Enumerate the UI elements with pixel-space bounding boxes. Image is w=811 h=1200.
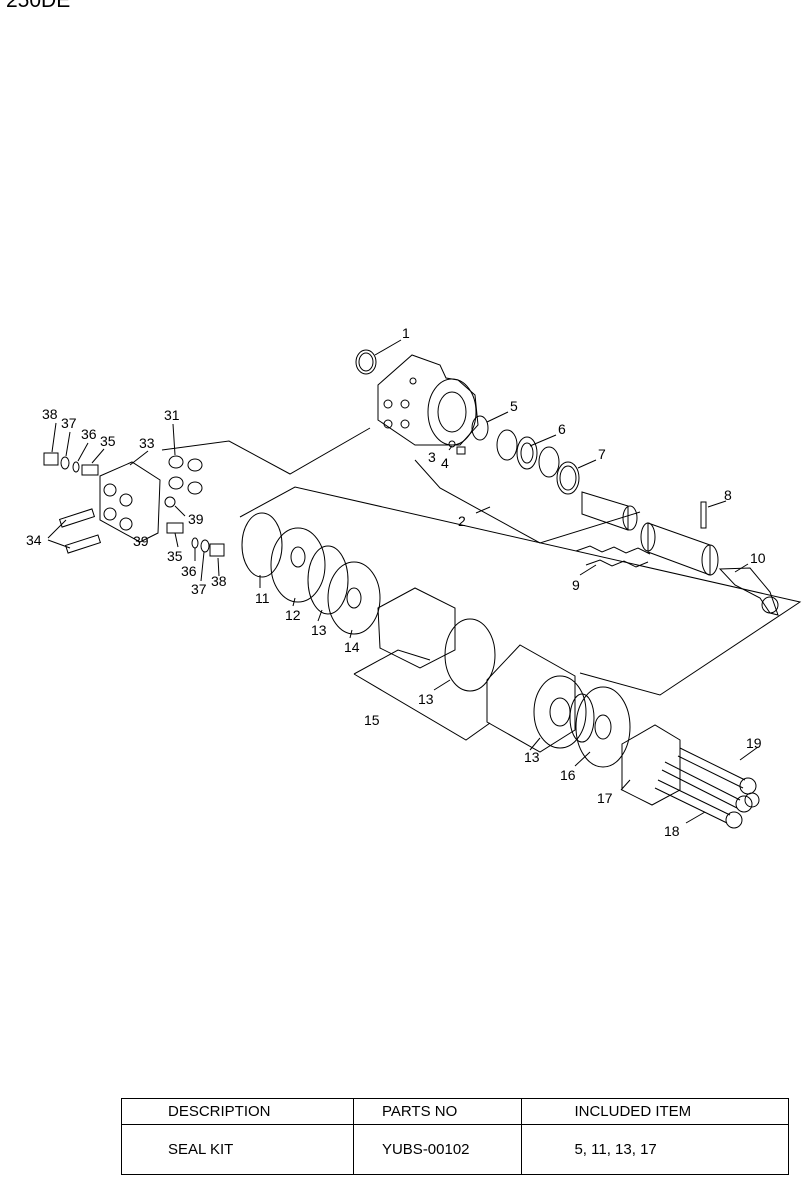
part-oring-37b [200,539,210,553]
callout-10: 10 [750,550,766,566]
callout-36a: 36 [81,426,97,442]
part-seal-13b [444,618,496,692]
part-plate-12 [270,527,326,603]
callout-4: 4 [441,455,449,471]
col-header-included-item: INCLUDED ITEM [521,1098,789,1125]
table-header-row: DESCRIPTION PARTS NO INCLUDED ITEM [121,1098,789,1125]
part-oring-31b [187,458,203,472]
part-cap-17 [621,724,681,806]
table-row: SEAL KIT YUBS-00102 5, 11, 13, 17 [121,1124,789,1175]
callout-16: 16 [560,767,576,783]
part-oring-31d [187,481,203,495]
part-spool [581,491,629,531]
seal-kit-table: DESCRIPTION PARTS NO INCLUDED ITEM SEAL … [121,1098,789,1175]
part-oring-31a [168,455,184,469]
part-pin-8 [700,501,707,529]
callout-2: 2 [458,513,466,529]
part-fitting-39 [164,496,176,508]
part-shaft-10 [718,567,779,616]
callout-39b: 39 [133,533,149,549]
callout-35b: 35 [167,548,183,564]
callout-18: 18 [664,823,680,839]
callout-6: 6 [558,421,566,437]
part-sleeve [647,522,711,576]
part-6b [516,436,538,470]
part-plate-16 [575,686,631,768]
drawing-code: 250DE [6,0,71,12]
cell-parts-no: YUBS-00102 [352,1124,523,1175]
callout-7: 7 [598,446,606,462]
group-line-15 [353,649,431,675]
callout-38b: 38 [211,573,227,589]
part-washer-36b [191,537,199,549]
part-plug-38b [209,543,225,557]
part-washer-36a [72,461,80,473]
callout-19: 19 [746,735,762,751]
col-header-parts-no: PARTS NO [352,1098,523,1125]
part-seal-13a [307,545,349,615]
callout-13c: 13 [524,749,540,765]
callout-3: 3 [428,449,436,465]
cell-included-item: 5, 11, 13, 17 [521,1124,789,1175]
part-oring-37a [60,456,70,470]
exploded-parts-diagram: 1 2 3 4 5 6 7 8 9 10 11 12 13 13 13 13 1… [26,325,802,839]
part-oring-1 [355,349,377,375]
part-rotor-15 [377,587,456,669]
callout-labels: 1 2 3 4 5 6 7 8 9 10 11 12 13 13 13 13 1… [26,325,766,839]
callout-15: 15 [364,712,380,728]
callout-12: 12 [285,607,301,623]
part-check-35b [166,522,184,534]
part-bolt-34a [58,508,96,528]
cell-description: SEAL KIT [121,1124,354,1175]
part-check-35a [81,464,99,476]
part-seal-13c [569,693,595,743]
part-stator [486,644,576,753]
part-valve-block-39 [99,461,161,543]
part-oring-31c [168,476,184,490]
part-5 [471,415,489,441]
part-6a [496,429,518,461]
callout-33: 33 [139,435,155,451]
part-plug-38a [43,452,59,466]
callout-5: 5 [510,398,518,414]
part-7 [556,461,580,495]
callout-39a: 39 [188,511,204,527]
part-springs-9 [575,545,651,568]
callout-14: 14 [344,639,360,655]
callout-11: 11 [255,590,270,606]
callout-9: 9 [572,577,580,593]
part-plate-14 [327,561,381,635]
callout-8: 8 [724,487,732,503]
group-line-pack [239,486,802,696]
part-4 [456,446,466,455]
callout-13b: 13 [418,691,434,707]
callout-35a: 35 [100,433,116,449]
part-6c [538,446,560,478]
col-header-description: DESCRIPTION [121,1098,354,1125]
part-seal-11 [241,512,283,578]
part-3 [448,440,456,448]
callout-17: 17 [597,790,613,806]
group-line-2b [414,459,641,544]
callout-31: 31 [164,407,180,423]
part-bolts-18-19 [654,747,760,829]
callout-37b: 37 [191,581,207,597]
part-housing [377,354,479,446]
callout-38a: 38 [42,406,58,422]
callout-37a: 37 [61,415,77,431]
callout-1: 1 [402,325,410,341]
callout-36b: 36 [181,563,197,579]
part-bolt-34b [64,534,102,554]
callout-34: 34 [26,532,42,548]
group-line-2 [161,427,371,475]
callout-13a: 13 [311,622,327,638]
